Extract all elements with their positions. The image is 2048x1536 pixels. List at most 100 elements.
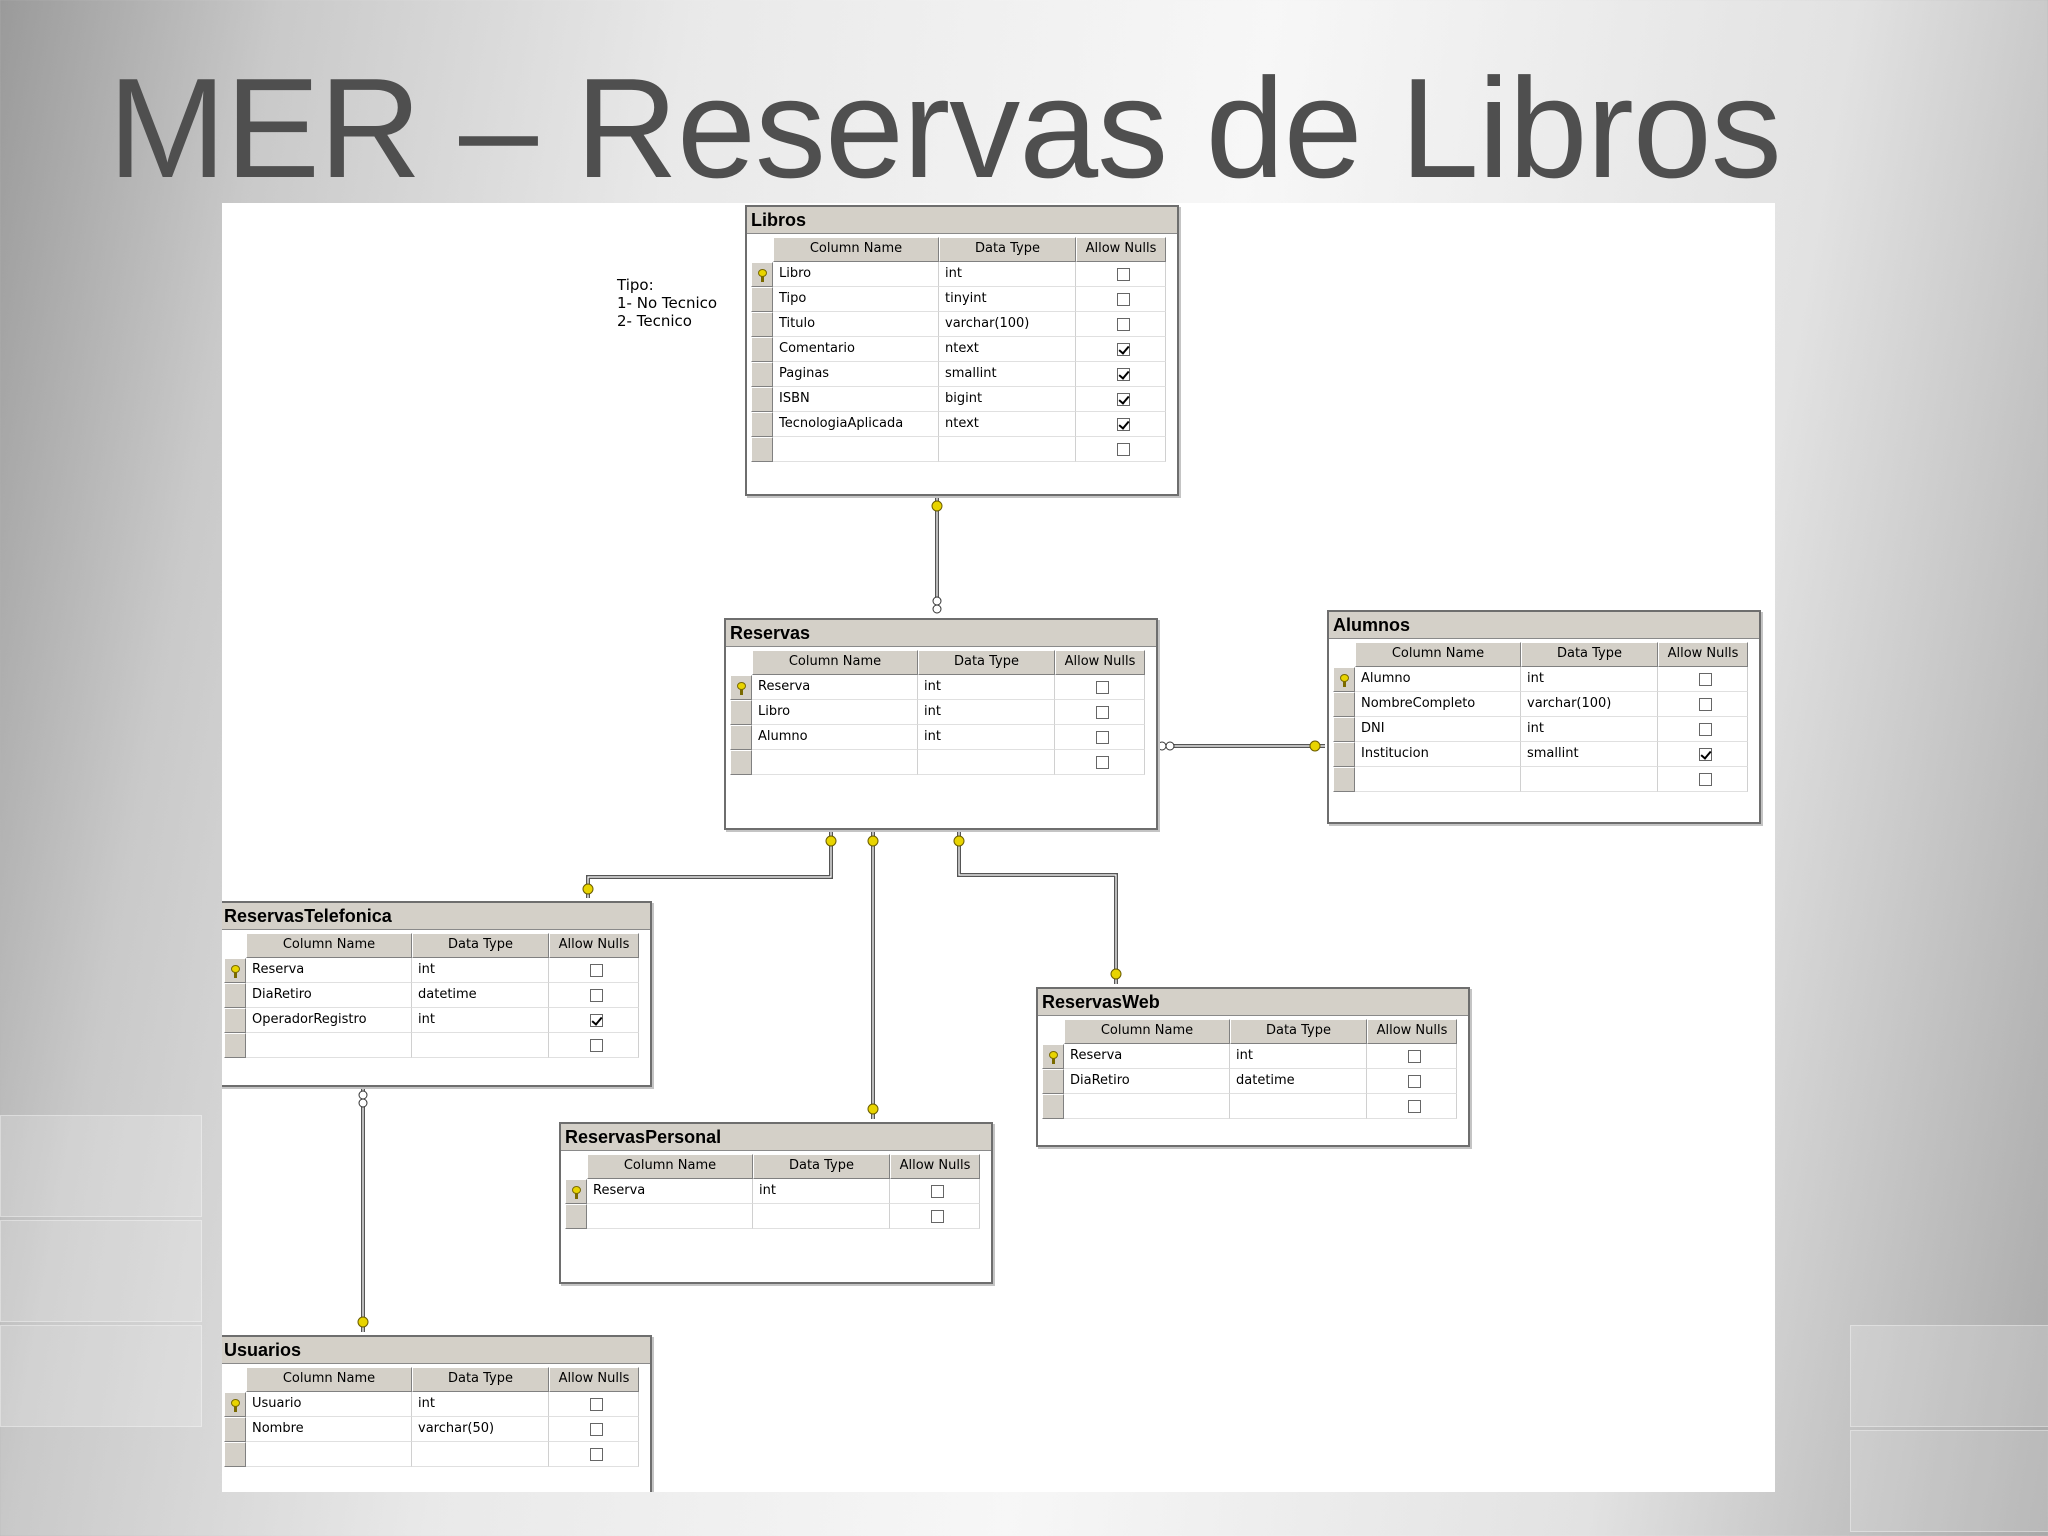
table-row[interactable] [1333, 767, 1755, 792]
row-selector[interactable] [730, 725, 752, 750]
row-selector[interactable] [224, 958, 246, 983]
row-selector[interactable] [730, 750, 752, 775]
row-selector[interactable] [751, 437, 773, 462]
column-name-header[interactable]: Column Name [773, 237, 939, 262]
row-selector[interactable] [224, 1442, 246, 1467]
data-type-cell[interactable]: varchar(100) [939, 312, 1076, 337]
column-name-cell[interactable]: Comentario [773, 337, 939, 362]
data-type-cell[interactable] [918, 750, 1055, 775]
column-name-cell[interactable]: Reserva [1064, 1044, 1230, 1069]
allow-nulls-checkbox-checked[interactable] [1117, 392, 1130, 406]
column-name-cell[interactable] [246, 1033, 412, 1058]
column-name-cell[interactable]: Reserva [587, 1179, 753, 1204]
row-selector[interactable] [224, 983, 246, 1008]
row-selector[interactable] [1333, 692, 1355, 717]
column-name-cell[interactable]: Libro [752, 700, 918, 725]
allow-nulls-checkbox[interactable] [1699, 697, 1712, 711]
column-name-cell[interactable]: Reserva [752, 675, 918, 700]
data-type-header[interactable]: Data Type [412, 933, 549, 958]
allow-nulls-checkbox[interactable] [1117, 317, 1130, 331]
row-selector[interactable] [751, 312, 773, 337]
row-selector[interactable] [224, 1033, 246, 1058]
column-name-cell[interactable] [773, 437, 939, 462]
data-type-header[interactable]: Data Type [753, 1154, 890, 1179]
column-name-cell[interactable]: DiaRetiro [246, 983, 412, 1008]
allow-nulls-checkbox[interactable] [1096, 755, 1109, 769]
row-selector[interactable] [1042, 1044, 1064, 1069]
column-name-cell[interactable]: OperadorRegistro [246, 1008, 412, 1033]
column-name-cell[interactable]: Alumno [1355, 667, 1521, 692]
column-name-cell[interactable]: Titulo [773, 312, 939, 337]
row-selector[interactable] [751, 287, 773, 312]
table-row[interactable] [751, 437, 1173, 462]
allow-nulls-header[interactable]: Allow Nulls [890, 1154, 980, 1179]
column-name-header[interactable]: Column Name [1355, 642, 1521, 667]
allow-nulls-checkbox-checked[interactable] [1117, 342, 1130, 356]
allow-nulls-checkbox[interactable] [1096, 705, 1109, 719]
data-type-cell[interactable]: int [1230, 1044, 1367, 1069]
data-type-cell[interactable]: ntext [939, 337, 1076, 362]
allow-nulls-header[interactable]: Allow Nulls [549, 933, 639, 958]
allow-nulls-checkbox[interactable] [1096, 730, 1109, 744]
row-selector[interactable] [751, 387, 773, 412]
row-selector[interactable] [751, 412, 773, 437]
data-type-cell[interactable]: int [412, 1392, 549, 1417]
data-type-cell[interactable] [412, 1442, 549, 1467]
allow-nulls-checkbox-checked[interactable] [590, 1013, 603, 1027]
data-type-cell[interactable] [1521, 767, 1658, 792]
data-type-cell[interactable]: int [918, 700, 1055, 725]
column-name-cell[interactable]: Tipo [773, 287, 939, 312]
data-type-cell[interactable]: int [918, 725, 1055, 750]
row-selector[interactable] [1042, 1069, 1064, 1094]
column-name-cell[interactable]: Institucion [1355, 742, 1521, 767]
row-selector[interactable] [1042, 1094, 1064, 1119]
row-selector[interactable] [224, 1392, 246, 1417]
data-type-cell[interactable]: int [753, 1179, 890, 1204]
column-name-cell[interactable] [587, 1204, 753, 1229]
allow-nulls-checkbox[interactable] [590, 963, 603, 977]
data-type-cell[interactable]: smallint [1521, 742, 1658, 767]
table-row[interactable] [730, 750, 1152, 775]
column-name-cell[interactable]: Paginas [773, 362, 939, 387]
column-name-cell[interactable] [246, 1442, 412, 1467]
data-type-cell[interactable]: int [412, 958, 549, 983]
allow-nulls-checkbox[interactable] [590, 988, 603, 1002]
data-type-cell[interactable]: varchar(100) [1521, 692, 1658, 717]
allow-nulls-checkbox[interactable] [931, 1184, 944, 1198]
row-selector[interactable] [224, 1008, 246, 1033]
allow-nulls-header[interactable]: Allow Nulls [1367, 1019, 1457, 1044]
row-selector[interactable] [224, 1417, 246, 1442]
allow-nulls-checkbox[interactable] [1699, 772, 1712, 786]
allow-nulls-checkbox[interactable] [1117, 442, 1130, 456]
column-name-cell[interactable] [752, 750, 918, 775]
column-name-header[interactable]: Column Name [752, 650, 918, 675]
column-name-cell[interactable]: DNI [1355, 717, 1521, 742]
data-type-cell[interactable]: datetime [1230, 1069, 1367, 1094]
column-name-cell[interactable] [1064, 1094, 1230, 1119]
data-type-cell[interactable]: smallint [939, 362, 1076, 387]
allow-nulls-checkbox-checked[interactable] [1117, 367, 1130, 381]
row-selector[interactable] [751, 362, 773, 387]
data-type-cell[interactable]: ntext [939, 412, 1076, 437]
column-name-cell[interactable]: TecnologiaAplicada [773, 412, 939, 437]
data-type-cell[interactable]: int [1521, 667, 1658, 692]
data-type-header[interactable]: Data Type [918, 650, 1055, 675]
